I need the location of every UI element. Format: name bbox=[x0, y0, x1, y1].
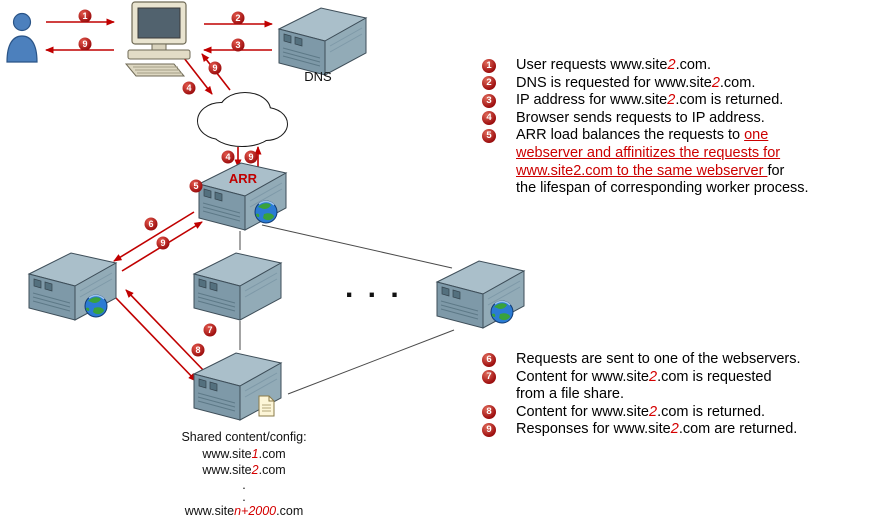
step-9: 9 Responses for www.site2.com are return… bbox=[482, 421, 880, 439]
step-8: 8 Content for www.site2.com is returned. bbox=[482, 404, 880, 422]
badge-9-cloud-to-computer: 9 bbox=[208, 61, 222, 75]
shared-ellipsis-dot: . bbox=[242, 477, 246, 492]
step-9-badge: 9 bbox=[482, 422, 496, 437]
step-4-badge: 4 bbox=[482, 111, 496, 126]
step-8-text: Content for www.site2.com is returned. bbox=[516, 403, 766, 420]
svg-text:9: 9 bbox=[160, 238, 165, 248]
diagram-canvas: DNS ARR . . . bbox=[6, 1, 525, 421]
step-7-badge: 7 bbox=[482, 370, 496, 385]
step-3-text: IP address for www.site2.com is returned… bbox=[516, 92, 784, 109]
badge-4-cloud-to-arr: 4 bbox=[221, 150, 235, 164]
svg-text:1: 1 bbox=[82, 11, 87, 21]
shared-site-n: www.siten+2000.com bbox=[184, 503, 304, 518]
step-6-badge: 6 bbox=[482, 352, 496, 367]
svg-text:9: 9 bbox=[212, 63, 217, 73]
svg-text:4: 4 bbox=[186, 83, 191, 93]
shared-document-icon bbox=[258, 395, 275, 417]
step-9-text: Responses for www.site2.com are returned… bbox=[516, 421, 798, 438]
more-servers-ellipsis: . . . bbox=[345, 271, 402, 304]
badge-7-fileshare-request: 7 bbox=[203, 323, 217, 337]
client-computer-icon bbox=[124, 1, 191, 77]
steps-bottom-list: 6 Requests are sent to one of the webser… bbox=[482, 351, 880, 439]
step-1-badge: 1 bbox=[482, 58, 496, 73]
step-6-text: Requests are sent to one of the webserve… bbox=[516, 351, 801, 367]
svg-text:4: 4 bbox=[225, 152, 230, 162]
webserver-right-globe-icon bbox=[490, 300, 514, 324]
step-3-badge: 3 bbox=[482, 93, 496, 108]
step-7: 7 Content for www.site2.com is requested… bbox=[482, 369, 880, 404]
dns-server-icon bbox=[278, 7, 367, 76]
step-6: 6 Requests are sent to one of the webser… bbox=[482, 351, 880, 369]
badge-9-response-to-user: 9 bbox=[78, 37, 92, 51]
step-2-badge: 2 bbox=[482, 76, 496, 91]
shared-site-1: www.site1.com bbox=[202, 446, 286, 461]
shared-content-caption: Shared content/config: www.site1.com www… bbox=[146, 429, 342, 519]
arr-label: ARR bbox=[229, 171, 258, 186]
webserver-middle-icon bbox=[193, 252, 282, 321]
badge-4-computer-to-cloud: 4 bbox=[182, 81, 196, 95]
svg-text:5: 5 bbox=[193, 181, 198, 191]
step-1-text: User requests www.site2.com. bbox=[516, 57, 712, 73]
step-5-text: ARR load balances the requests to one we… bbox=[516, 127, 809, 197]
shared-title: Shared content/config: bbox=[181, 430, 307, 444]
badge-1-user-request: 1 bbox=[78, 9, 92, 23]
internet-cloud-icon bbox=[197, 92, 288, 147]
badge-3-dns-response: 3 bbox=[231, 38, 245, 52]
svg-text:7: 7 bbox=[207, 325, 212, 335]
line-right-webserver-to-fileshare bbox=[287, 329, 455, 395]
badge-8-fileshare-response: 8 bbox=[191, 343, 205, 357]
step-4-text: Browser sends requests to IP address. bbox=[516, 109, 765, 126]
svg-text:8: 8 bbox=[195, 345, 200, 355]
step-8-badge: 8 bbox=[482, 405, 496, 420]
step-3: 3 IP address for www.site2.com is return… bbox=[482, 92, 880, 110]
dns-label: DNS bbox=[304, 69, 332, 84]
svg-text:6: 6 bbox=[148, 219, 153, 229]
badge-2-dns-request: 2 bbox=[231, 11, 245, 25]
svg-text:2: 2 bbox=[235, 13, 240, 23]
arrow-arr-to-left-webserver bbox=[113, 211, 195, 262]
arr-globe-icon bbox=[254, 200, 278, 224]
step-2: 2 DNS is requested for www.site2.com. bbox=[482, 75, 880, 93]
badge-5-arr-load-balance: 5 bbox=[189, 179, 203, 193]
arrow-fileshare-to-left-webserver bbox=[125, 289, 207, 374]
step-5-badge: 5 bbox=[482, 128, 496, 143]
step-7-text: Content for www.site2.com is requested f… bbox=[516, 368, 772, 403]
svg-text:9: 9 bbox=[248, 152, 253, 162]
step-2-text: DNS is requested for www.site2.com. bbox=[516, 74, 756, 91]
badge-6-to-webserver: 6 bbox=[144, 217, 158, 231]
user-person-icon bbox=[6, 12, 38, 63]
step-1: 1 User requests www.site2.com. bbox=[482, 57, 880, 75]
shared-site-2: www.site2.com bbox=[202, 463, 286, 477]
arrow-computer-to-cloud bbox=[183, 57, 213, 95]
step-5: 5 ARR load balances the requests to one … bbox=[482, 127, 880, 197]
line-arr-to-right-webserver bbox=[261, 224, 453, 269]
steps-top-list: 1 User requests www.site2.com. 2 DNS is … bbox=[482, 57, 880, 198]
webserver-left-globe-icon bbox=[84, 294, 108, 318]
arrow-left-webserver-to-fileshare bbox=[115, 297, 197, 382]
svg-text:3: 3 bbox=[235, 40, 240, 50]
shared-ellipsis-dot: . bbox=[242, 489, 246, 504]
step-4: 4 Browser sends requests to IP address. bbox=[482, 110, 880, 128]
badge-9-from-webserver: 9 bbox=[156, 236, 170, 250]
svg-text:9: 9 bbox=[82, 39, 87, 49]
badge-9-arr-to-cloud: 9 bbox=[244, 150, 258, 164]
